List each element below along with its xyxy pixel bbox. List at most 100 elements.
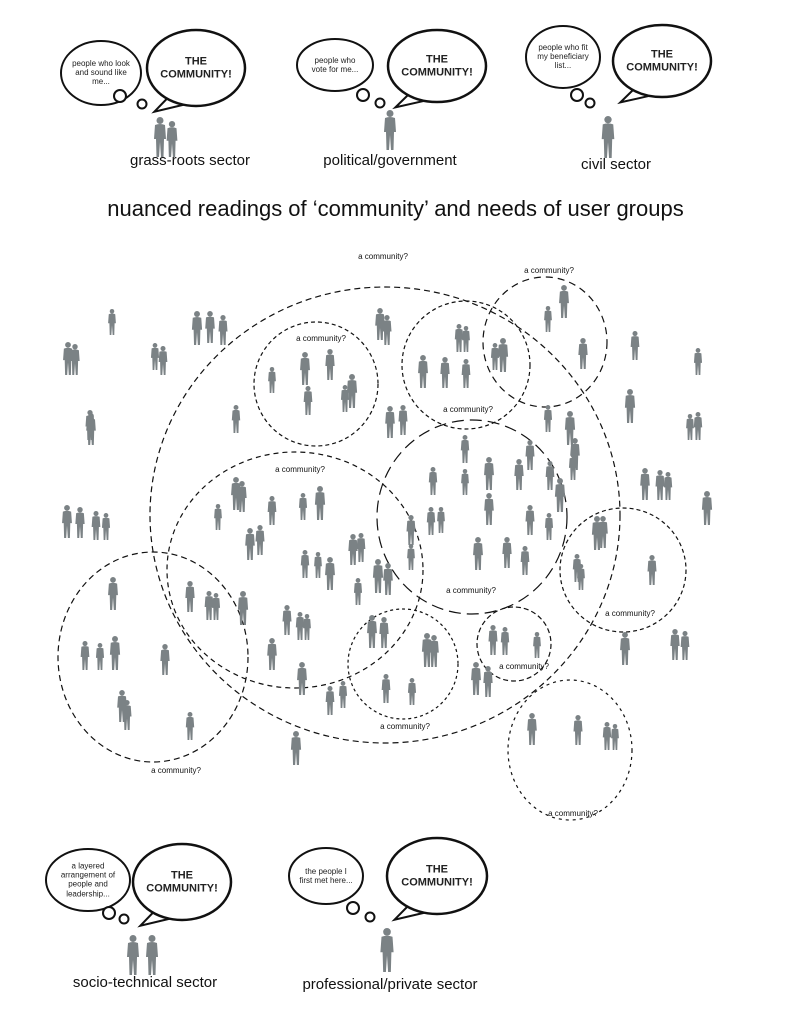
crowd-person-figure [473, 537, 483, 570]
crowd-person-figure [325, 686, 335, 715]
community-label: a community? [446, 586, 496, 595]
sector-label: political/government [323, 152, 457, 169]
crowd-person-figure [407, 678, 417, 705]
thought-text: a layered arrangement of people and lead… [60, 861, 116, 899]
crowd-person-figure [602, 722, 612, 750]
speech-text: THE COMMUNITY! [626, 48, 698, 73]
crowd-person-figure [353, 578, 363, 605]
community-boundary [559, 507, 687, 633]
thought-bubble [60, 40, 142, 106]
crowd-person-figure [367, 615, 377, 648]
crowd-person-figure [385, 406, 395, 438]
crowd-person-figure [314, 486, 326, 520]
crowd-person-figure [693, 348, 703, 375]
crowd-person-figure [338, 681, 348, 708]
crowd-person-figure [421, 633, 433, 667]
crowd-person-figure [372, 559, 384, 593]
community-boundary [57, 551, 249, 763]
crowd-person-figure [348, 534, 358, 565]
crowd-person-figure [267, 496, 277, 525]
crowd-person-figure [160, 644, 170, 675]
thought-text: people who fit my beneficiary list... [537, 43, 589, 71]
thought-dot [570, 88, 584, 102]
crowd-person-figure [85, 410, 95, 440]
community-boundary [401, 300, 531, 430]
crowd-person-figure [325, 349, 335, 380]
crowd-person-figure [620, 632, 630, 665]
thought-bubble [288, 847, 364, 905]
crowd-person-figure [185, 712, 195, 740]
crowd-person-figure [686, 414, 694, 440]
crowd-person-figure [122, 700, 132, 730]
crowd-person-figure [297, 662, 307, 695]
crowd-person-figure [520, 546, 530, 575]
crowd-person-figure [461, 359, 471, 388]
community-label: a community? [443, 405, 493, 414]
crowd-person-figure [577, 564, 585, 590]
crowd-person-figure [300, 352, 310, 385]
crowd-person-figure [497, 338, 509, 372]
crowd-person-figure [325, 557, 335, 590]
crowd-person-figure [454, 324, 464, 352]
thought-text: people who look and sound like me... [72, 59, 130, 87]
crowd-person-figure [624, 389, 636, 423]
crowd-person-figure [554, 478, 566, 512]
crowd-person-figure [570, 438, 580, 470]
crowd-person-figure [80, 641, 90, 670]
speech-bubble-tail [391, 903, 428, 922]
crowd-person-figure [701, 491, 713, 525]
crowd-person-figure [544, 513, 554, 540]
diagram-title: nuanced readings of ‘community’ and need… [107, 196, 684, 221]
crowd-person-figure [484, 457, 494, 490]
crowd-person-figure [533, 632, 541, 658]
community-label: a community? [358, 252, 408, 261]
crowd-person-figure [382, 315, 392, 345]
crowd-person-figure [346, 374, 358, 408]
crowd-person-figure [383, 563, 393, 595]
speech-bubble-tail [137, 909, 173, 928]
thought-dot [346, 901, 360, 915]
crowd-person-figure [460, 435, 470, 463]
crowd-person-figure [245, 528, 255, 560]
crowd-person-figure [630, 331, 640, 360]
speech-bubble-tail [151, 95, 187, 114]
thought-bubble [525, 25, 601, 89]
sector-person-figure [380, 928, 394, 972]
sector-person-figure [166, 121, 178, 157]
crowd-person-figure [398, 405, 408, 435]
thought-dot [113, 89, 127, 103]
community-boundary [376, 419, 568, 615]
crowd-person-figure [663, 472, 673, 500]
crowd-person-figure [611, 724, 619, 750]
crowd-person-figure [543, 405, 553, 432]
crowd-person-figure [490, 343, 500, 370]
thought-dot [356, 88, 370, 102]
crowd-person-figure [484, 493, 494, 525]
crowd-person-figure [559, 285, 569, 318]
crowd-person-figure [573, 715, 583, 745]
speech-text: THE COMMUNITY! [160, 55, 232, 80]
community-label: a community? [151, 766, 201, 775]
crowd-person-figure [268, 367, 276, 393]
thought-dot [364, 911, 376, 923]
crowd-person-figure [255, 525, 265, 555]
sector-label: professional/private sector [302, 976, 478, 993]
speech-text: THE COMMUNITY! [401, 53, 473, 78]
speech-bubble [145, 28, 247, 108]
sector-label: civil sector [580, 156, 652, 173]
crowd-person-figure [680, 631, 690, 660]
crowd-person-figure [303, 614, 311, 640]
thought-dot [584, 97, 596, 109]
sector-person-figure [601, 116, 615, 158]
crowd-person-figure [578, 338, 588, 369]
thought-bubble [45, 848, 131, 912]
crowd-person-figure [303, 386, 313, 415]
crowd-person-figure [525, 505, 535, 535]
speech-text: THE COMMUNITY! [146, 869, 218, 894]
crowd-person-figure [158, 346, 168, 375]
crowd-person-figure [440, 357, 450, 388]
speech-bubble-tail [392, 92, 428, 110]
thought-dot [136, 98, 148, 110]
